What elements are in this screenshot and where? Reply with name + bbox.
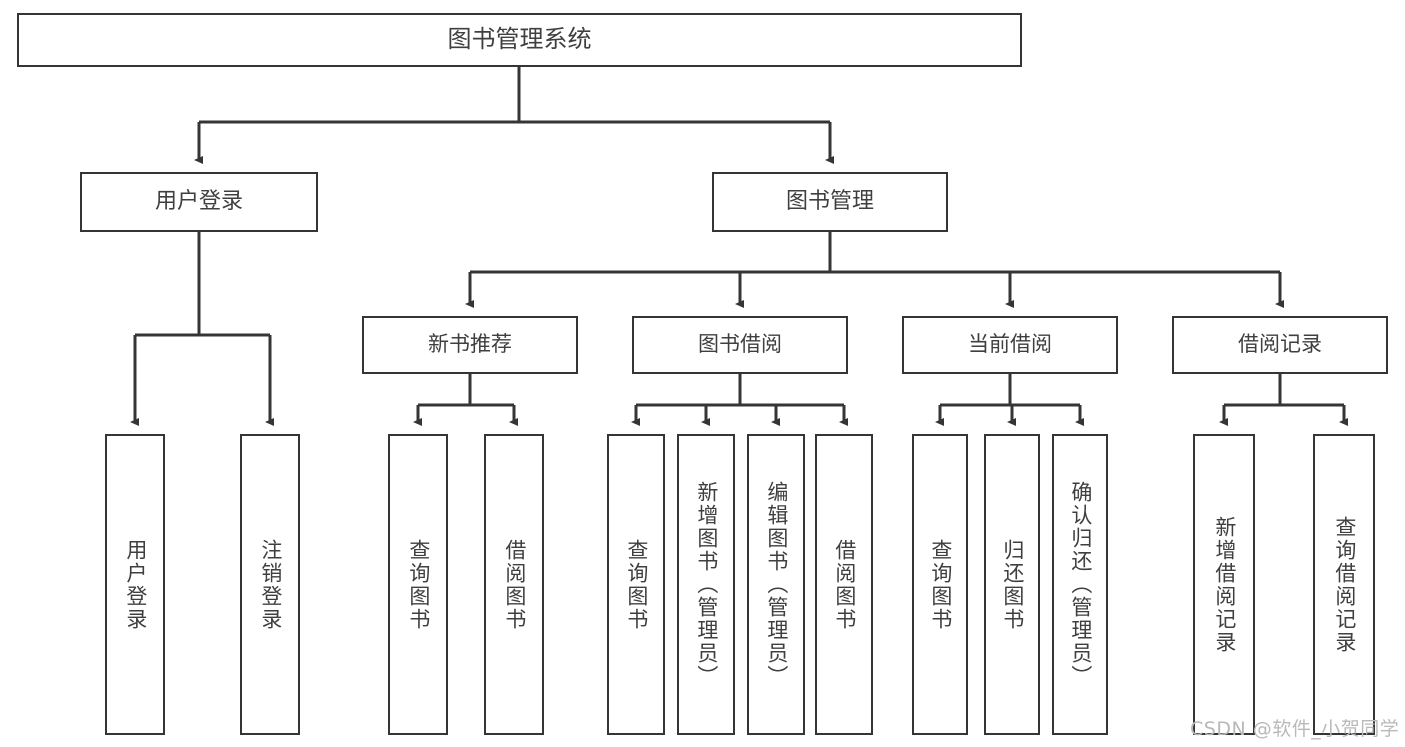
node-current-borrow-label: 当前借阅 [968,332,1052,357]
node-borrow-records-label: 借阅记录 [1238,332,1322,357]
node-new-book-recommend-label: 新书推荐 [428,332,512,357]
node-new-book-recommend[interactable]: 新书推荐 [362,316,578,374]
node-book-borrow-label: 图书借阅 [698,332,782,357]
leaf-node[interactable]: 编辑图书（管理员） [747,434,805,735]
leaf-node[interactable]: 查询借阅记录 [1313,434,1375,735]
node-borrow-records[interactable]: 借阅记录 [1172,316,1388,374]
leaf-node-label: 用户登录 [123,538,148,631]
node-book-management-label: 图书管理 [785,188,874,214]
leaf-node-label: 新增图书（管理员） [694,481,719,688]
leaf-node[interactable]: 确认归还（管理员） [1052,434,1108,735]
leaf-node-label: 新增借阅记录 [1212,515,1237,654]
leaf-node[interactable]: 用户登录 [105,434,165,735]
leaf-node-label: 查询图书 [406,538,431,631]
node-book-borrow[interactable]: 图书借阅 [632,316,848,374]
leaf-node-label: 注销登录 [258,538,283,631]
watermark: CSDN @软件_小贺同学 [1190,714,1399,741]
leaf-node-label: 编辑图书（管理员） [764,481,789,688]
node-current-borrow[interactable]: 当前借阅 [902,316,1118,374]
watermark-text: CSDN @软件_小贺同学 [1190,718,1400,740]
leaf-node[interactable]: 借阅图书 [484,434,544,735]
leaf-node-label: 查询图书 [624,538,649,631]
leaf-node[interactable]: 新增图书（管理员） [677,434,735,735]
node-root-label: 图书管理系统 [447,25,592,54]
leaf-node-label: 借阅图书 [832,538,857,631]
leaf-node-label: 查询图书 [928,538,953,631]
node-root[interactable]: 图书管理系统 [17,13,1022,67]
leaf-node[interactable]: 注销登录 [240,434,300,735]
leaf-node[interactable]: 借阅图书 [815,434,873,735]
leaf-node-label: 查询借阅记录 [1332,515,1357,654]
node-user-login-label: 用户登录 [154,188,243,214]
leaf-node[interactable]: 归还图书 [984,434,1040,735]
node-user-login[interactable]: 用户登录 [80,172,318,232]
leaf-node-label: 借阅图书 [502,538,527,631]
leaf-node[interactable]: 查询图书 [912,434,968,735]
leaf-node-label: 归还图书 [1000,538,1025,631]
leaf-node[interactable]: 查询图书 [388,434,448,735]
leaf-node[interactable]: 查询图书 [607,434,665,735]
node-book-management[interactable]: 图书管理 [712,172,948,232]
leaf-node-label: 确认归还（管理员） [1068,481,1093,688]
leaf-node[interactable]: 新增借阅记录 [1193,434,1255,735]
